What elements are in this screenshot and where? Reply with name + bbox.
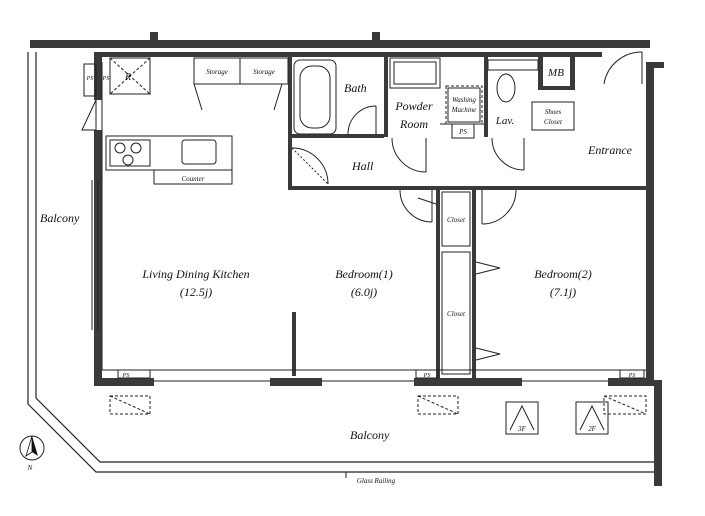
- ps-label-bottom-left: PS: [122, 373, 130, 379]
- closet-label-1: Closet: [447, 216, 466, 224]
- hall-label: Hall: [351, 159, 374, 173]
- north-arrow-icon: [19, 435, 45, 461]
- lav-label: Lav.: [495, 115, 514, 127]
- stair-3f-label: 3F: [517, 425, 527, 433]
- balcony-south-label: Balcony: [350, 428, 390, 442]
- balcony-west-label: Balcony: [40, 211, 80, 225]
- stair-2f-label: 2F: [588, 425, 597, 433]
- stove-icon: [114, 142, 142, 166]
- storage-label-1: Storage: [206, 68, 228, 76]
- bedroom1-size: (6.0j): [351, 285, 377, 299]
- balcony-outline: [27, 52, 660, 473]
- counter-label: Counter: [182, 175, 205, 183]
- ps-label-washroom: PS: [458, 128, 467, 136]
- powder-room-label-line1: Powder: [394, 99, 433, 113]
- powder-room-label-line2: Room: [399, 117, 428, 131]
- bath-label: Bath: [344, 81, 367, 95]
- ps-label-bottom-right: PS: [628, 373, 636, 379]
- entrance-label: Entrance: [587, 143, 633, 157]
- ps-label-bottom-mid: PS: [423, 373, 431, 379]
- interior-lines: [81, 51, 647, 478]
- refrigerator-label: R: [124, 72, 131, 83]
- bedroom1-label: Bedroom(1): [335, 267, 393, 281]
- bedroom2-label: Bedroom(2): [534, 267, 592, 281]
- ps-label-left: PS: [86, 76, 94, 82]
- glass-railing-label: Glass Railing: [357, 477, 396, 485]
- storage-label-2: Storage: [253, 68, 275, 76]
- washing-machine-label-line1: Washing: [452, 96, 476, 104]
- mb-label: MB: [547, 67, 564, 79]
- shoes-closet-label-line1: Shoes: [545, 108, 562, 116]
- washing-machine-label-line2: Machine: [451, 106, 477, 114]
- shoes-closet-label-line2: Closet: [544, 118, 563, 126]
- ps-label-kitchen: PS: [102, 76, 110, 82]
- bedroom2-size: (7.1j): [550, 285, 576, 299]
- ldk-label: Living Dining Kitchen: [141, 267, 249, 281]
- walls: [30, 32, 664, 486]
- ldk-size: (12.5j): [180, 285, 212, 299]
- closet-label-2: Closet: [447, 310, 466, 318]
- north-label: N: [27, 464, 33, 472]
